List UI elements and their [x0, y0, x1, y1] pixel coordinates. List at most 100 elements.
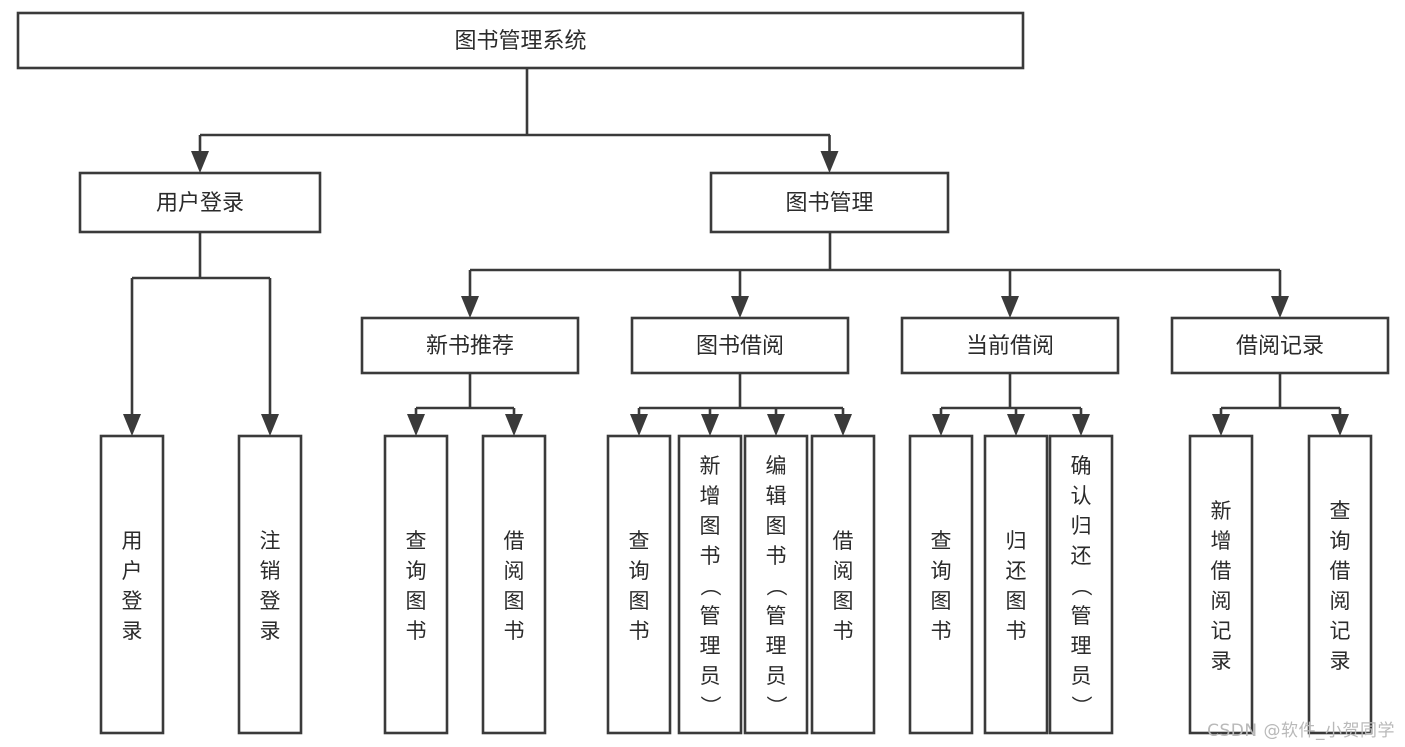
node-leaf-borrow-book-recommend[interactable]: [481, 434, 547, 735]
arrow-down-icon-book-borrow: [731, 296, 749, 318]
leaf-label-char: 员: [1071, 664, 1092, 688]
leaf-label-char: 阅: [504, 559, 525, 583]
node-leaf-query-borrow-record[interactable]: [1307, 434, 1373, 735]
leaf-label-char: 书: [504, 619, 525, 643]
arrow-down-icon-leaf-query-book-recommend: [407, 414, 425, 436]
arrow-down-icon-current-borrow: [1001, 296, 1019, 318]
node-leaf-borrow-book[interactable]: [810, 434, 876, 735]
leaf-label-char: 户: [122, 559, 143, 583]
leaf-label-char: 询: [1330, 529, 1351, 553]
leaf-label-char: 辑: [766, 484, 787, 508]
leaf-label-char: 增: [1211, 529, 1232, 553]
arrow-down-icon-leaf-user-logout: [261, 414, 279, 436]
leaf-label-char: 登: [260, 589, 281, 613]
leaf-label-char: 图: [766, 514, 787, 538]
leaf-label-char: 借: [504, 529, 525, 553]
leaf-label-char: 借: [1330, 559, 1351, 583]
leaf-label-char: 书: [629, 619, 650, 643]
arrow-down-icon-leaf-return-book: [1007, 414, 1025, 436]
leaf-label-char: 登: [122, 589, 143, 613]
leaf-label-char: 图: [700, 514, 721, 538]
leaf-label-char: 图: [833, 589, 854, 613]
leaf-label-char: 图: [931, 589, 952, 613]
leaf-label-char: 还: [1006, 559, 1027, 583]
arrow-down-icon-leaf-borrow-book-recommend: [505, 414, 523, 436]
node-leaf-user-login[interactable]: [99, 434, 165, 735]
node-borrow-record[interactable]: [1170, 316, 1390, 375]
leaf-label-char: 归: [1006, 529, 1027, 553]
leaf-label-char: 书: [766, 544, 787, 568]
leaf-label-char: 增: [700, 484, 721, 508]
leaf-label-char: 员: [700, 664, 721, 688]
leaf-label-char: 管: [700, 604, 721, 628]
node-leaf-add-borrow-record[interactable]: [1188, 434, 1254, 735]
node-book-borrow[interactable]: [630, 316, 850, 375]
leaf-label-char: 理: [700, 634, 721, 658]
node-leaf-add-book-admin[interactable]: [677, 434, 743, 735]
arrow-down-icon-leaf-user-login: [123, 414, 141, 436]
leaf-label-char: 借: [1211, 559, 1232, 583]
leaf-label-char: 询: [931, 559, 952, 583]
leaf-label-char: 查: [931, 529, 952, 553]
node-root-root[interactable]: [16, 11, 1025, 70]
leaf-label-char: 书: [931, 619, 952, 643]
node-leaf-user-logout[interactable]: [237, 434, 303, 735]
leaf-label-char: 阅: [833, 559, 854, 583]
node-leaf-query-book-current[interactable]: [908, 434, 974, 735]
arrow-down-icon-borrow-record: [1271, 296, 1289, 318]
leaf-label-char: （: [764, 575, 788, 596]
leaf-label-char: 记: [1330, 619, 1351, 643]
node-label-borrow-record: 借阅记录: [1236, 334, 1324, 359]
arrow-down-icon-user-login: [191, 151, 209, 173]
node-leaf-edit-book-admin[interactable]: [743, 434, 809, 735]
connector-layer: [123, 68, 1349, 436]
node-leaf-confirm-return-admin[interactable]: [1048, 434, 1114, 735]
leaf-label-char: 管: [766, 604, 787, 628]
node-label-new-book-recommend: 新书推荐: [426, 334, 514, 359]
arrow-down-icon-book-manage: [820, 151, 839, 173]
node-leaf-return-book[interactable]: [983, 434, 1049, 735]
leaf-label-char: 图: [629, 589, 650, 613]
leaf-label-char: 图: [406, 589, 427, 613]
node-label-book-manage: 图书管理: [785, 191, 873, 216]
node-label-current-borrow: 当前借阅: [966, 334, 1054, 359]
leaf-label-char: 查: [629, 529, 650, 553]
node-label-leaf-user-login: 用户登录: [122, 529, 143, 643]
leaf-label-char: 理: [766, 634, 787, 658]
leaf-label-char: 管: [1071, 604, 1092, 628]
node-book-manage[interactable]: [709, 171, 950, 234]
node-leaf-query-book-recommend[interactable]: [383, 434, 449, 735]
leaf-label-char: 录: [260, 619, 281, 643]
leaf-label-char: 记: [1211, 619, 1232, 643]
node-label-user-login: 用户登录: [156, 191, 244, 216]
leaf-label-char: 查: [1330, 499, 1351, 523]
leaf-label-char: 新: [700, 454, 721, 478]
node-layer: 图书管理系统用户登录图书管理新书推荐图书借阅当前借阅借阅记录用户登录注销登录查询…: [16, 11, 1390, 735]
leaf-label-char: 书: [700, 544, 721, 568]
node-new-book-recommend[interactable]: [360, 316, 580, 375]
node-leaf-query-book-borrow[interactable]: [606, 434, 672, 735]
arrow-down-icon-leaf-query-borrow-record: [1331, 414, 1349, 436]
leaf-label-char: 询: [406, 559, 427, 583]
leaf-label-char: 录: [1330, 649, 1351, 673]
node-user-login[interactable]: [78, 171, 322, 234]
node-label-book-borrow: 图书借阅: [696, 334, 784, 359]
arrow-down-icon-leaf-borrow-book: [834, 414, 852, 436]
leaf-label-char: ）: [698, 695, 722, 716]
node-current-borrow[interactable]: [900, 316, 1120, 375]
leaf-label-char: 阅: [1211, 589, 1232, 613]
leaf-label-char: 确: [1071, 454, 1092, 478]
arrow-down-icon-leaf-query-book-borrow: [630, 414, 648, 436]
leaf-label-char: 借: [833, 529, 854, 553]
arrow-down-icon-leaf-confirm-return-admin: [1072, 414, 1090, 436]
